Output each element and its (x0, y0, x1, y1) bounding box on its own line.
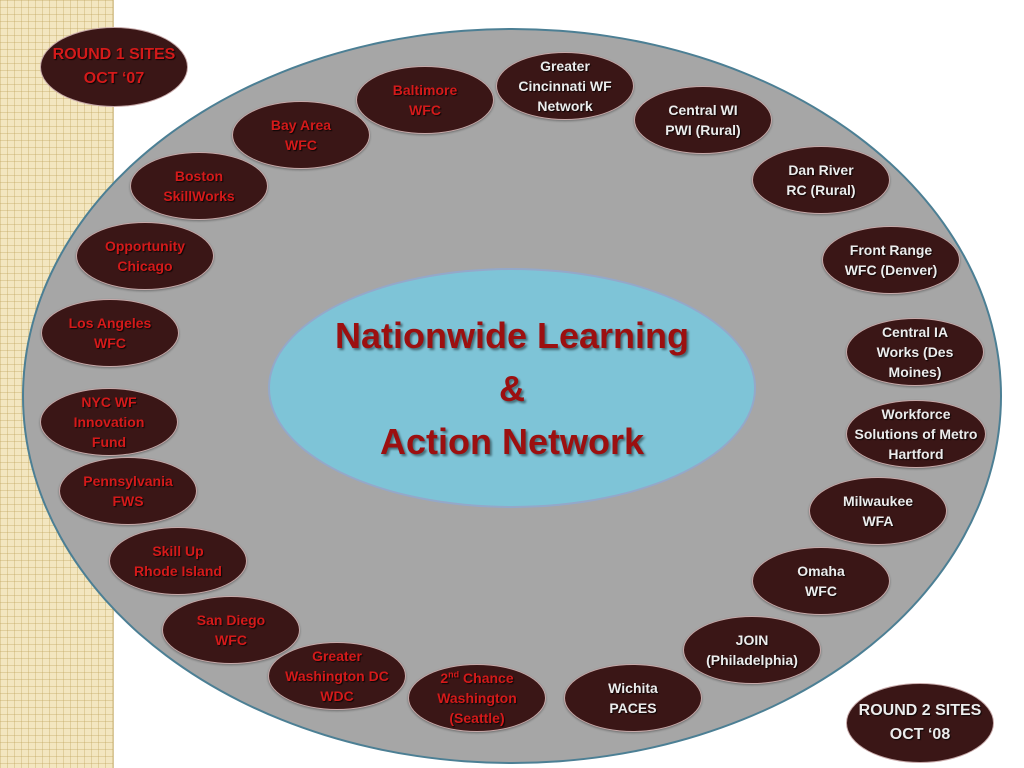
site-line: Washington (437, 690, 517, 706)
site-line: NYC WF (81, 394, 137, 410)
site-line: Chicago (117, 258, 173, 274)
site-wichita-paces: Wichita PACES (564, 664, 702, 732)
round-2-label: ROUND 2 SITES (858, 702, 982, 719)
site-line: (Philadelphia) (706, 652, 798, 668)
site-greater-cincinnati-wf-network: Greater Cincinnati WF Network (496, 52, 634, 120)
site-line: (Seattle) (449, 710, 505, 726)
site-central-ia-works-des-moines: Central IA Works (Des Moines) (846, 318, 984, 386)
site-line: WFC (409, 102, 441, 118)
center-title-oval: Nationwide Learning & Action Network (268, 268, 756, 508)
center-title-line-1: Nationwide Learning (334, 314, 690, 356)
ordinal-number: 2 (440, 670, 449, 686)
site-line: Greater (312, 648, 362, 664)
round-2-date: OCT ‘08 (889, 726, 951, 743)
site-line: Milwaukee (842, 493, 914, 509)
site-milwaukee-wfa: Milwaukee WFA (809, 477, 947, 545)
site-line: Central WI (668, 102, 738, 118)
round-1-badge: ROUND 1 SITES OCT ‘07 (40, 27, 188, 107)
site-workforce-solutions-metro-hartford: Workforce Solutions of Metro Hartford (846, 400, 986, 468)
site-line: WFA (862, 513, 894, 529)
site-line: WFC (805, 583, 837, 599)
site-dan-river-rc-rural: Dan River RC (Rural) (752, 146, 890, 214)
site-line: Solutions of Metro (854, 426, 978, 442)
site-line: Skill Up (152, 543, 204, 559)
site-line: WFC (285, 137, 317, 153)
site-line: Dan River (788, 162, 854, 178)
center-title-ampersand: & (499, 367, 525, 409)
site-line: Opportunity (104, 238, 186, 254)
site-greater-washington-dc-wdc: Greater Washington DC WDC (268, 642, 406, 710)
site-line: Workforce (881, 406, 951, 422)
site-line: PWI (Rural) (665, 122, 741, 138)
site-line: PACES (609, 700, 657, 716)
site-line: Central IA (881, 324, 949, 340)
site-front-range-wfc-denver: Front Range WFC (Denver) (822, 226, 960, 294)
site-line: 2nd Chance (440, 668, 513, 688)
site-line: Cincinnati WF (518, 78, 612, 94)
site-line: Omaha (797, 563, 845, 579)
site-line: FWS (112, 493, 144, 509)
site-line: Hartford (888, 446, 944, 462)
site-line: WFC (94, 335, 126, 351)
site-line: Fund (91, 434, 127, 450)
site-line: Greater (540, 58, 590, 74)
site-san-diego-wfc: San Diego WFC (162, 596, 300, 664)
site-central-wi-pwi-rural: Central WI PWI (Rural) (634, 86, 772, 154)
site-boston-skillworks: Boston SkillWorks (130, 152, 268, 220)
site-line: SkillWorks (163, 188, 235, 204)
site-opportunity-chicago: Opportunity Chicago (76, 222, 214, 290)
site-los-angeles-wfc: Los Angeles WFC (41, 299, 179, 367)
site-line: JOIN (735, 632, 769, 648)
site-line: Innovation (73, 414, 145, 430)
site-line: Network (537, 98, 593, 114)
site-baltimore-wfc: Baltimore WFC (356, 66, 494, 134)
site-join-philadelphia: JOIN (Philadelphia) (683, 616, 821, 684)
site-line: WDC (320, 688, 354, 704)
site-line: Wichita (608, 680, 658, 696)
site-nyc-wf-innovation-fund: NYC WF Innovation Fund (40, 388, 178, 456)
center-title-line-3: Action Network (379, 420, 645, 462)
site-pennsylvania-fws: Pennsylvania FWS (59, 457, 197, 525)
site-skill-up-rhode-island: Skill Up Rhode Island (109, 527, 247, 595)
site-line: WFC (Denver) (844, 262, 938, 278)
site-line: Los Angeles (68, 315, 152, 331)
site-line: RC (Rural) (786, 182, 856, 198)
round-2-badge: ROUND 2 SITES OCT ‘08 (846, 683, 994, 763)
round-1-label: ROUND 1 SITES (52, 46, 176, 63)
site-line: Baltimore (392, 82, 458, 98)
site-line: Washington DC (285, 668, 389, 684)
site-line: Front Range (849, 242, 933, 258)
ordinal-suffix: nd (448, 669, 460, 680)
site-line: Moines) (888, 364, 942, 380)
site-line: Pennsylvania (83, 473, 173, 489)
site-line: Bay Area (270, 117, 332, 133)
ordinal-word: Chance (459, 670, 514, 686)
site-bay-area-wfc: Bay Area WFC (232, 101, 370, 169)
site-line: San Diego (196, 612, 266, 628)
site-line: Boston (174, 168, 224, 184)
site-line: Rhode Island (134, 563, 222, 579)
site-second-chance-washington-seattle: 2nd Chance Washington (Seattle) (408, 664, 546, 732)
site-omaha-wfc: Omaha WFC (752, 547, 890, 615)
site-line: WFC (215, 632, 247, 648)
round-1-date: OCT ‘07 (83, 70, 145, 87)
site-line: Works (Des (876, 344, 954, 360)
